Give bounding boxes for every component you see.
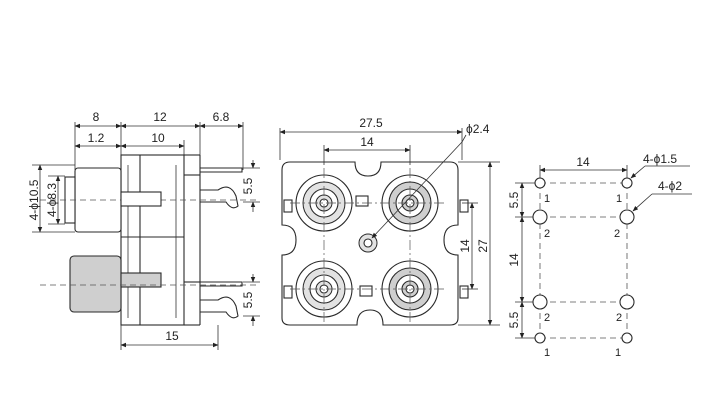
dim-fp-14-v: 14	[507, 253, 521, 267]
dim-side-15: 15	[165, 329, 179, 343]
dim-side-5-5-upper: 5.5	[241, 177, 255, 194]
dim-fp-5-5-top: 5.5	[507, 191, 521, 208]
hole-large-upper-right	[619, 209, 635, 225]
dim-side-dia-10-5: 4-ϕ10.5	[27, 179, 41, 220]
pin-label-top-left: 1	[544, 193, 550, 205]
hole-large-upper-left	[532, 209, 548, 225]
pin-label-upper-right: 2	[614, 228, 620, 240]
dim-side-1-2: 1.2	[88, 131, 105, 145]
dim-side-6-8: 6.8	[213, 110, 230, 124]
dim-fp-14-h: 14	[576, 155, 590, 169]
hole-small-bottom-left	[534, 332, 546, 344]
dim-side-8: 8	[93, 110, 100, 124]
dim-side-dia-8-3: 4-ϕ8.3	[45, 183, 59, 217]
hole-small-bottom-right	[621, 332, 633, 344]
footprint-view: 1 1 2 2 2 2 1 1 14 4-ϕ1.5 4-ϕ2 5.5 14 5.…	[507, 152, 692, 359]
pin-label-upper-left: 2	[544, 228, 550, 240]
pin-label-lower-left: 2	[544, 312, 550, 324]
dim-front-27: 27	[476, 239, 490, 253]
pin-label-bottom-right: 1	[615, 347, 621, 359]
side-view: 8 12 6.8 1.2 10 5.5	[27, 110, 260, 350]
dim-fp-dia-2: 4-ϕ2	[658, 179, 682, 193]
pin-label-lower-right: 2	[616, 312, 622, 324]
dim-front-14-v: 14	[458, 239, 472, 253]
dim-side-10: 10	[151, 131, 165, 145]
dim-side-12: 12	[153, 110, 167, 124]
dim-fp-5-5-bottom: 5.5	[507, 311, 521, 328]
dim-front-27-5: 27.5	[359, 116, 383, 130]
hole-small-top-left	[534, 177, 546, 189]
dim-fp-dia-1-5: 4-ϕ1.5	[643, 152, 677, 166]
dim-side-5-5-lower: 5.5	[241, 291, 255, 308]
jack-top-left	[295, 174, 353, 232]
front-view: 27.5 14	[279, 116, 500, 326]
dim-front-14-h: 14	[360, 135, 374, 149]
hole-large-lower-right	[619, 294, 635, 310]
pin-label-top-right: 1	[616, 193, 622, 205]
hole-large-lower-left	[532, 294, 548, 310]
hole-small-top-right	[621, 177, 633, 189]
pin-label-bottom-left: 1	[544, 347, 550, 359]
dim-front-dia-2-4: ϕ2.4	[466, 122, 490, 136]
